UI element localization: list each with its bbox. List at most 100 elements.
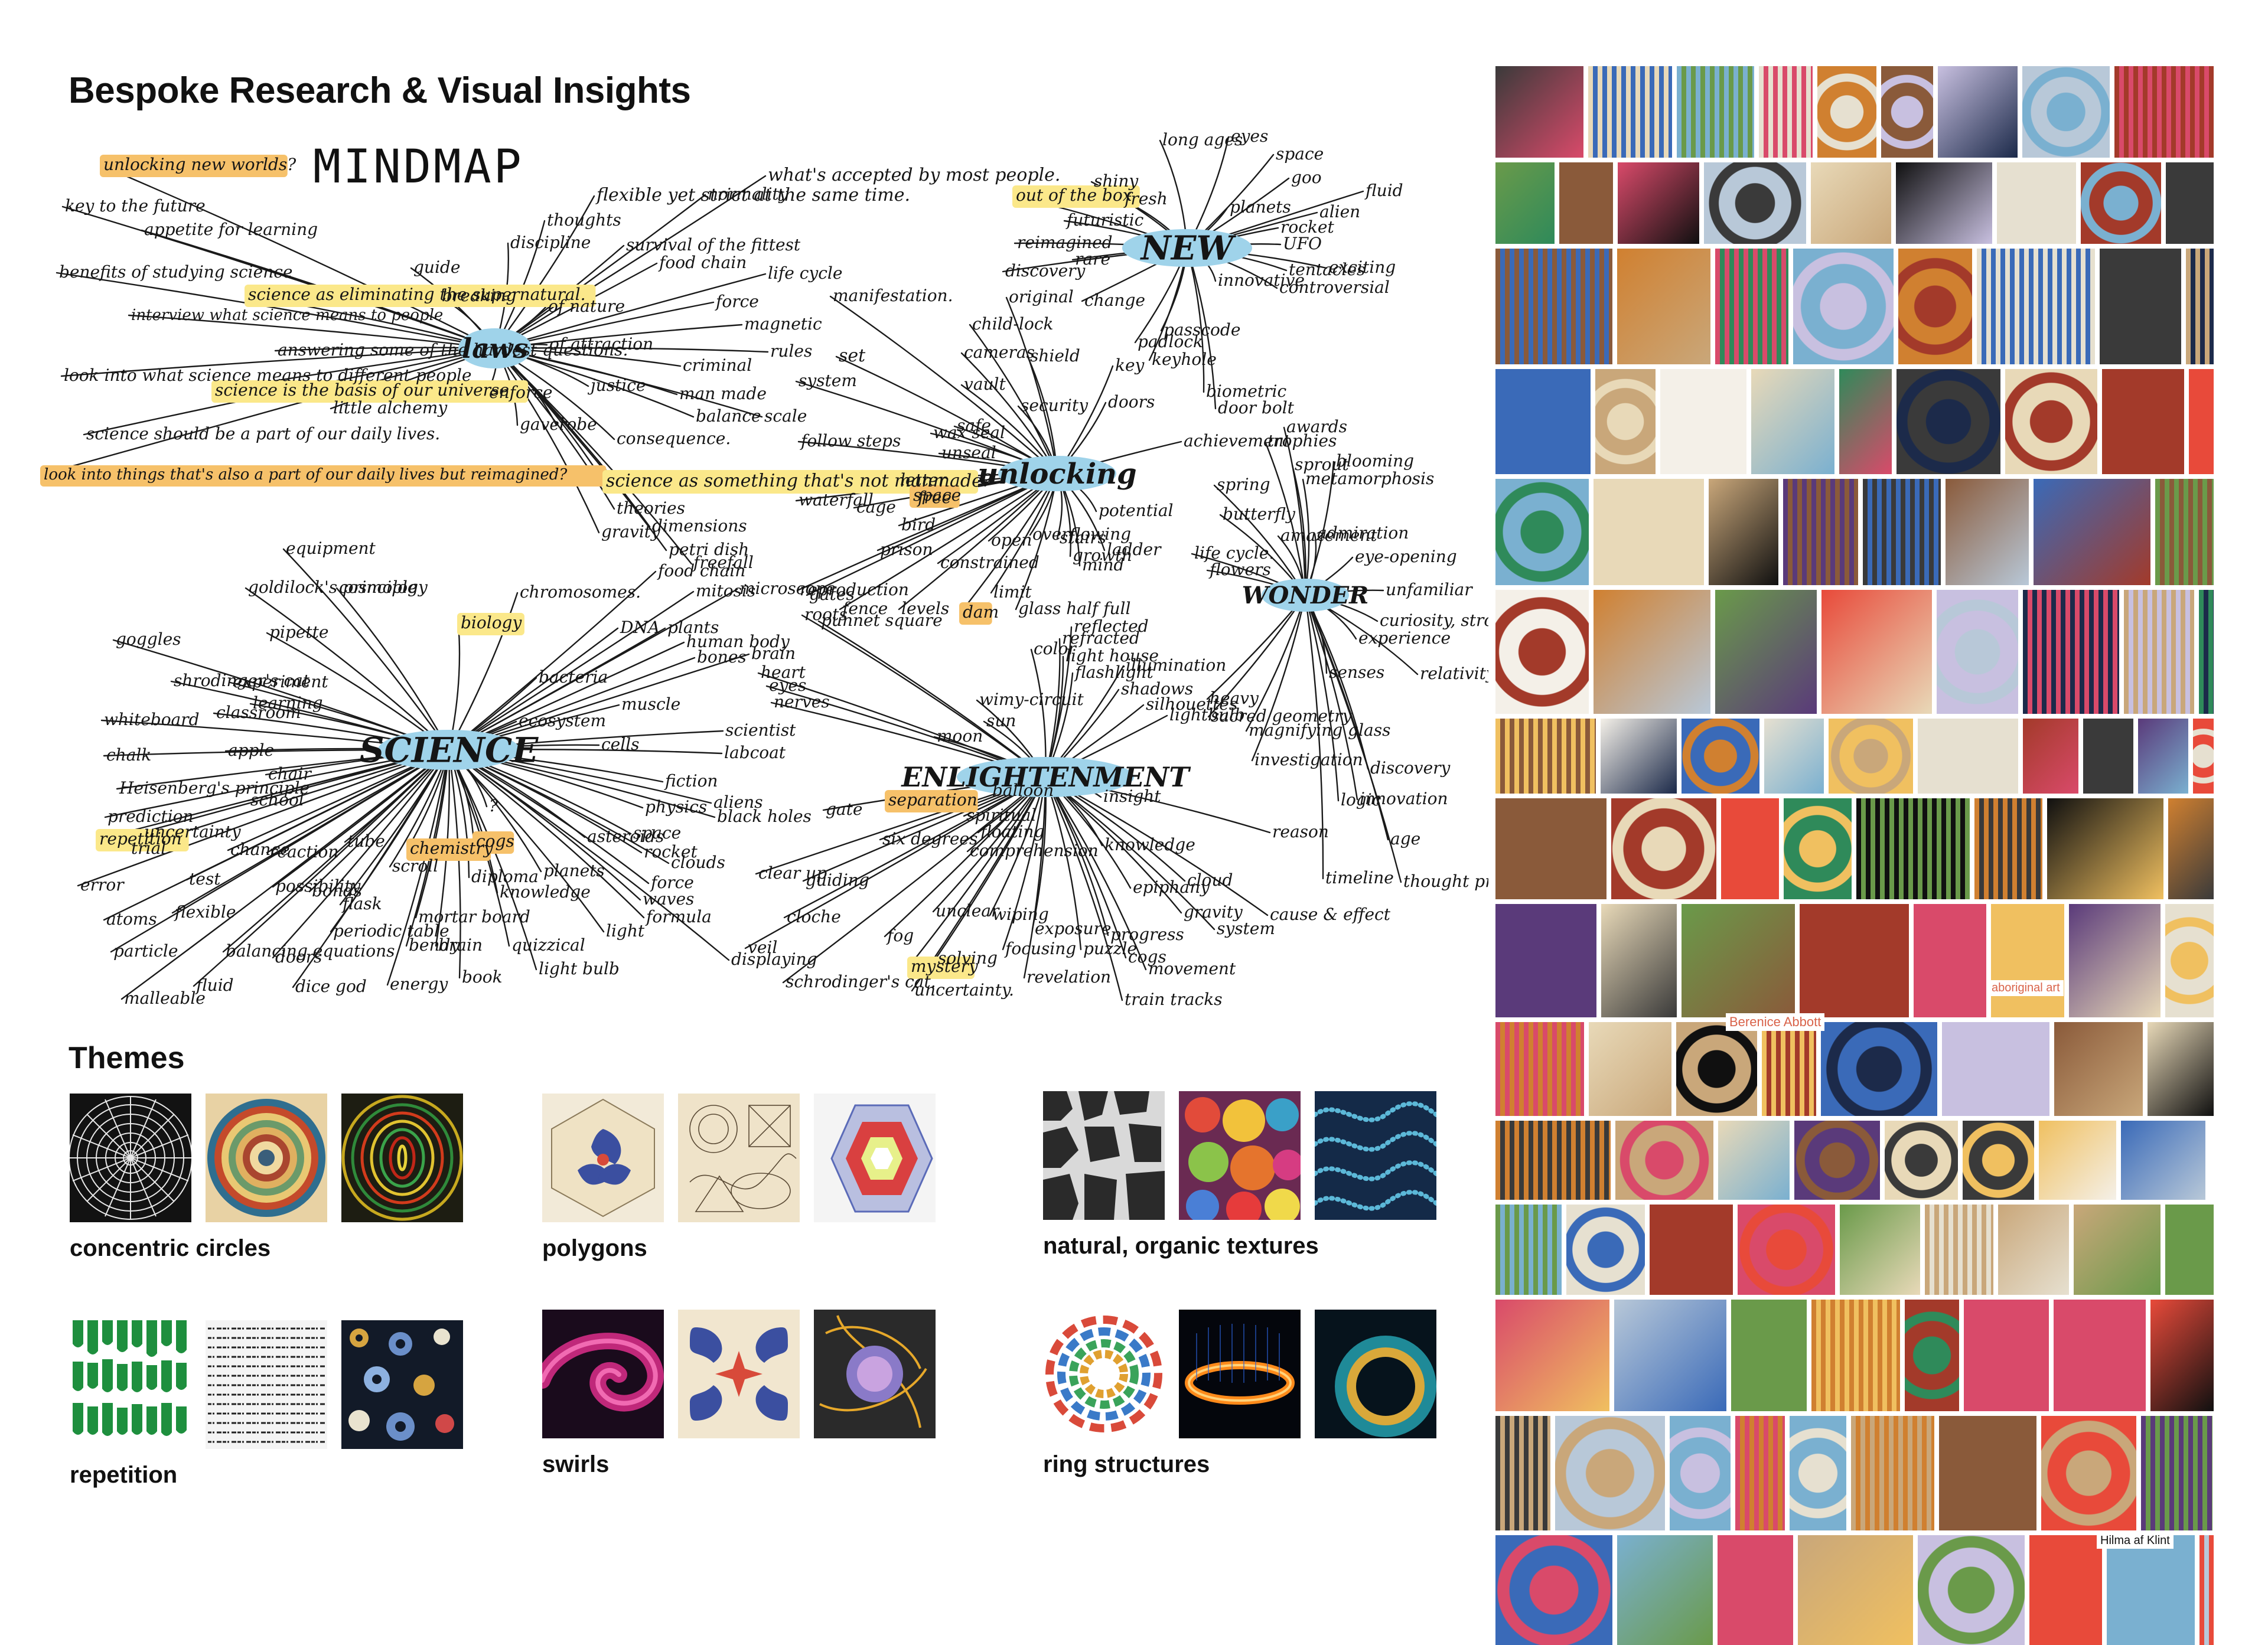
mindmap-label: unclear — [936, 901, 1000, 921]
mindmap-label: rare — [1075, 249, 1110, 269]
mindmap-label: cogs — [476, 831, 514, 851]
moodboard-image — [1715, 590, 1817, 714]
theme-polygons: polygons — [542, 1094, 936, 1262]
mindmap-label: system — [1217, 919, 1275, 938]
striped-spiral-ring-image — [1043, 1310, 1165, 1438]
polygon-sketch-image — [678, 1094, 800, 1222]
moodboard-image — [2083, 719, 2133, 794]
mindmap-label: biometric — [1206, 381, 1286, 401]
mindmap-label: roots — [804, 605, 848, 624]
moodboard-image — [1555, 1416, 1665, 1530]
mindmap-label: progress — [1110, 925, 1184, 944]
mindmap-label: free — [917, 488, 951, 507]
mindmap-label: amazement — [1280, 526, 1377, 545]
mindmap-label: logic — [1341, 790, 1381, 810]
moodboard-image — [1682, 719, 1759, 794]
mindmap-label: overflowing — [1032, 524, 1131, 544]
mindmap-label: reflected — [1074, 616, 1149, 636]
mindmap-label: rules — [770, 341, 812, 361]
polygon-diagram-image — [814, 1094, 936, 1222]
mindmap-label: space — [913, 485, 961, 505]
mindmap-branch — [448, 570, 657, 751]
moodboard-image — [1942, 1022, 2049, 1116]
hub-highlight — [998, 456, 1116, 491]
mindmap-label: butterfly — [1223, 504, 1296, 524]
moodboard-image — [1588, 66, 1672, 158]
moodboard-image — [2141, 1416, 2212, 1530]
mindmap-label: freefall — [692, 553, 754, 572]
mindmap-branch — [898, 472, 1058, 611]
theme-concentric-circles: concentric circles — [70, 1094, 463, 1262]
mindmap-label: fiction — [664, 771, 718, 791]
mindmap-label: change — [1084, 291, 1145, 310]
mindmap-branch — [494, 347, 667, 551]
moodboard-image — [1925, 1205, 1993, 1295]
moodboard-image — [1839, 369, 1892, 474]
moodboard-image — [1495, 904, 1596, 1017]
mindmap-branch — [245, 587, 450, 751]
mindmap-label: learning — [253, 693, 323, 713]
moodboard-image — [1800, 904, 1909, 1017]
mindmap-label: cage — [856, 497, 896, 517]
moodboard-image — [1495, 249, 1612, 364]
mindmap-label: cause & effect — [1270, 905, 1391, 924]
mindmap-branch — [448, 749, 605, 933]
moodboard-image — [2069, 904, 2161, 1017]
mindmap-label: experience — [1358, 628, 1451, 648]
highlight-mark — [245, 285, 596, 307]
mindmap-label: unfamiliar — [1386, 580, 1473, 599]
mindmap-label: reimagined — [1017, 233, 1113, 252]
moodboard-image — [2124, 590, 2194, 714]
mindmap-label: possibility — [275, 876, 361, 896]
mindmap-label: relativity — [1420, 664, 1488, 683]
moodboard-image — [1998, 1205, 2069, 1295]
mindmap-label: malleable — [124, 988, 206, 1008]
mindmap-label: metamorphosis — [1305, 469, 1434, 488]
highlight-mark — [907, 957, 975, 979]
mindmap-label: cloud — [1187, 870, 1233, 890]
mindmap-branch — [100, 164, 496, 350]
mindmap-label: shield — [1030, 346, 1080, 365]
moodboard-image — [1589, 1022, 1671, 1116]
moodboard-image — [1863, 479, 1941, 585]
mindmap-label: focusing — [1004, 939, 1076, 958]
moodboard-image — [2054, 1022, 2143, 1116]
moodboard-image — [1682, 904, 1795, 1017]
collage-caption: aboriginal art — [1988, 980, 2064, 996]
moodboard-image — [1793, 249, 1894, 364]
moodboard-image — [1495, 719, 1596, 794]
moodboard-image — [2199, 590, 2214, 714]
moodboard-image — [1660, 369, 1746, 474]
moodboard-image — [1677, 66, 1754, 158]
mindmap-label: flowers — [1208, 560, 1271, 579]
mindmap-label: shiny — [1094, 171, 1139, 191]
mindmap-label: fence — [841, 599, 888, 618]
mindmap-branch — [1005, 296, 1058, 475]
mindmap-label: color — [1034, 639, 1077, 658]
mindmap-label: food chain — [658, 253, 747, 272]
mindmap-label: child-lock — [972, 314, 1053, 334]
mindmap-label: space — [633, 823, 681, 843]
moodboard-image — [1566, 1205, 1645, 1295]
moodboard-image — [1617, 249, 1710, 364]
moodboard-image — [1495, 798, 1606, 899]
moodboard-image — [2034, 479, 2150, 585]
mindmap-branch — [40, 347, 496, 476]
moodboard-image — [1495, 590, 1589, 714]
mindmap-label: discovery — [1370, 758, 1451, 778]
mindmap-label: out of the box — [1016, 185, 1132, 205]
cracked-texture-image — [1043, 1091, 1165, 1220]
page-title: Bespoke Research & Visual Insights — [69, 70, 691, 111]
mindmap-label: book — [462, 967, 503, 987]
mindmap-label: chance — [230, 840, 290, 859]
mindmap-label: shrodinger's cat — [174, 671, 310, 690]
moodboard-image — [1898, 249, 1972, 364]
mindmap-label: science as eliminating the supernatural. — [248, 285, 585, 304]
mindmap-label: ladder — [1107, 540, 1162, 559]
moodboard-image — [1495, 1205, 1562, 1295]
mindmap-label: solving — [938, 948, 998, 968]
mindmap-label: movement — [1148, 959, 1236, 978]
mindmap-label: vault — [964, 374, 1006, 394]
mindmap-label: balance — [696, 406, 761, 426]
highlight-mark — [457, 613, 524, 635]
